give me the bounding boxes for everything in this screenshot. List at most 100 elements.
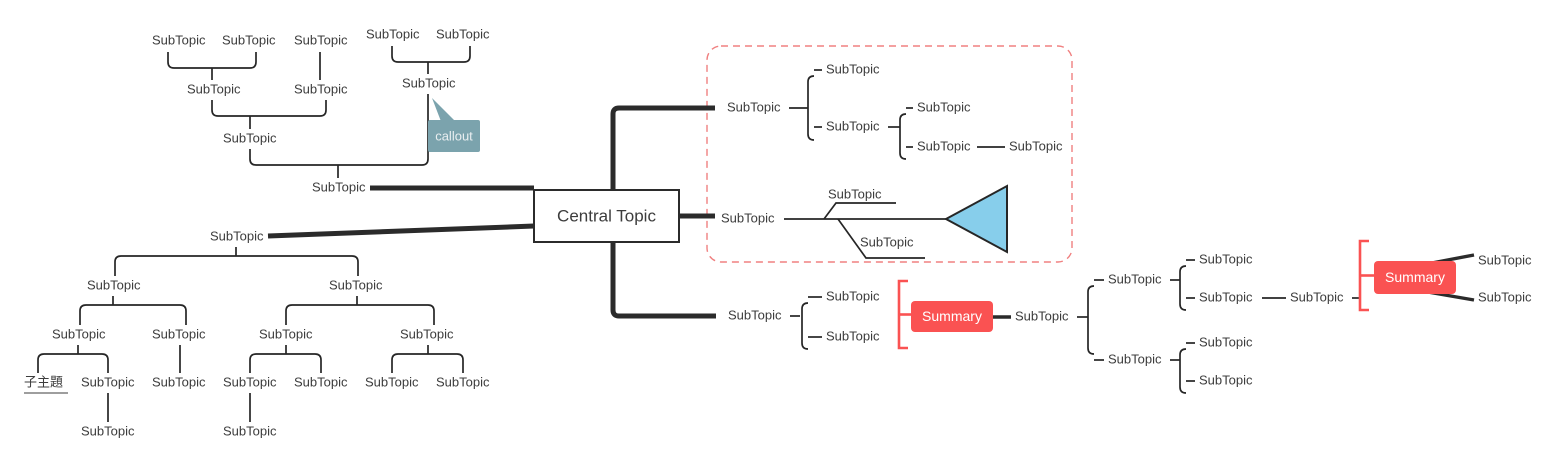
topic-node[interactable]: SubTopic — [223, 374, 277, 389]
e-bl-r2a-spread — [249, 353, 322, 373]
topic-node-label: SubTopic — [81, 374, 135, 389]
topic-node[interactable]: SubTopic — [294, 32, 348, 47]
summary-label: Summary — [922, 308, 982, 324]
summary-group[interactable]: Summary — [897, 279, 993, 350]
e-bl-l2a-spread — [37, 353, 109, 373]
topic-node[interactable]: SubTopic — [223, 423, 277, 438]
topic-node[interactable]: SubTopic — [152, 326, 206, 341]
summary-box[interactable] — [911, 301, 993, 332]
topic-node[interactable]: SubTopic — [1199, 334, 1253, 349]
callout-tail — [432, 98, 458, 124]
topic-node[interactable]: SubTopic — [366, 26, 420, 41]
e-mr-rib-down — [837, 218, 925, 259]
topic-node[interactable]: SubTopic — [81, 423, 135, 438]
e-tl-a1-b1 — [167, 52, 257, 69]
topic-node[interactable]: SubTopic — [828, 186, 882, 201]
topic-node-label: SubTopic — [1478, 289, 1532, 304]
topic-node-label: SubTopic — [259, 326, 313, 341]
topic-node[interactable]: SubTopic — [721, 210, 775, 225]
topic-node[interactable]: SubTopic — [727, 99, 781, 114]
topic-node[interactable]: SubTopic — [917, 138, 971, 153]
summary-box[interactable] — [1374, 261, 1456, 294]
topic-node[interactable]: SubTopic — [210, 228, 264, 243]
topic-node[interactable]: SubTopic — [826, 288, 880, 303]
topic-node[interactable]: SubTopic — [1199, 251, 1253, 266]
topic-node-label: 子主題 — [24, 374, 63, 389]
blue-triangle-arrow[interactable] — [943, 184, 1008, 254]
e-tr-split — [807, 75, 815, 141]
e-br-split — [801, 302, 809, 350]
topic-node[interactable]: SubTopic — [329, 277, 383, 292]
topic-node[interactable]: SubTopic — [1015, 308, 1069, 323]
central-topic-label: Central Topic — [557, 206, 656, 225]
summary-group[interactable]: Summary — [1358, 239, 1456, 312]
topic-node-label: SubTopic — [1015, 308, 1069, 323]
topic-node-label: SubTopic — [826, 61, 880, 76]
topic-node-label: SubTopic — [187, 81, 241, 96]
topic-node[interactable]: SubTopic — [917, 99, 971, 114]
topic-node-label: SubTopic — [1478, 252, 1532, 267]
topic-node[interactable]: SubTopic — [152, 374, 206, 389]
edges-layer — [37, 46, 1475, 422]
e-rr-a1-split — [1179, 265, 1187, 311]
topic-node[interactable]: SubTopic — [1199, 289, 1253, 304]
topic-node-label: SubTopic — [87, 277, 141, 292]
topic-node[interactable]: SubTopic — [436, 26, 490, 41]
topic-node-label: SubTopic — [294, 374, 348, 389]
e-mr-rib-up — [823, 202, 896, 220]
callout-group[interactable]: callout — [428, 98, 480, 152]
dashed-boundary[interactable] — [706, 45, 1073, 263]
topic-node[interactable]: SubTopic — [365, 374, 419, 389]
topic-node-label: SubTopic — [436, 374, 490, 389]
topic-node[interactable]: SubTopic — [1108, 271, 1162, 286]
topic-node[interactable]: SubTopic — [81, 374, 135, 389]
topic-node[interactable]: 子主題 — [24, 374, 68, 394]
topic-node-label: SubTopic — [1199, 251, 1253, 266]
callout-box[interactable] — [428, 120, 480, 152]
topic-node[interactable]: SubTopic — [1108, 351, 1162, 366]
topic-node[interactable]: SubTopic — [728, 307, 782, 322]
topic-node-label: SubTopic — [728, 307, 782, 322]
topic-node-label: SubTopic — [917, 99, 971, 114]
topic-node[interactable]: SubTopic — [294, 374, 348, 389]
topic-node[interactable]: SubTopic — [1478, 289, 1532, 304]
topic-node[interactable]: SubTopic — [312, 179, 366, 194]
topic-node[interactable]: SubTopic — [402, 75, 456, 90]
e-tr-split2 — [899, 113, 907, 160]
topic-node[interactable]: SubTopic — [860, 234, 914, 249]
topic-node[interactable]: SubTopic — [1199, 372, 1253, 387]
topic-node[interactable]: SubTopic — [826, 61, 880, 76]
topic-node[interactable]: SubTopic — [400, 326, 454, 341]
topic-node[interactable]: SubTopic — [1009, 138, 1063, 153]
topic-node-label: SubTopic — [860, 234, 914, 249]
trunk-right-lower — [610, 228, 716, 319]
topic-node[interactable]: SubTopic — [1478, 252, 1532, 267]
topic-node[interactable]: SubTopic — [87, 277, 141, 292]
topic-node-label: SubTopic — [1290, 289, 1344, 304]
topic-node-label: SubTopic — [727, 99, 781, 114]
topic-node-label: SubTopic — [400, 326, 454, 341]
topic-node[interactable]: SubTopic — [1290, 289, 1344, 304]
topic-node-label: SubTopic — [294, 32, 348, 47]
boundary-layer — [706, 45, 1073, 263]
central-topic-box[interactable] — [533, 189, 680, 243]
topic-node[interactable]: SubTopic — [826, 328, 880, 343]
topic-node-label: SubTopic — [1199, 289, 1253, 304]
central-topic[interactable]: Central Topic — [533, 189, 680, 243]
topic-node-label: SubTopic — [721, 210, 775, 225]
topic-node[interactable]: SubTopic — [294, 81, 348, 96]
e-tl-a4-b3 — [391, 46, 471, 63]
topic-node[interactable]: SubTopic — [259, 326, 313, 341]
topic-node-label: SubTopic — [152, 32, 206, 47]
topic-node[interactable]: SubTopic — [826, 118, 880, 133]
topic-node-label: SubTopic — [366, 26, 420, 41]
topic-node-label: SubTopic — [223, 423, 277, 438]
topic-node[interactable]: SubTopic — [187, 81, 241, 96]
topic-node[interactable]: SubTopic — [223, 130, 277, 145]
topic-node[interactable]: SubTopic — [152, 32, 206, 47]
topic-node[interactable]: SubTopic — [52, 326, 106, 341]
topic-node[interactable]: SubTopic — [222, 32, 276, 47]
topic-node[interactable]: SubTopic — [436, 374, 490, 389]
